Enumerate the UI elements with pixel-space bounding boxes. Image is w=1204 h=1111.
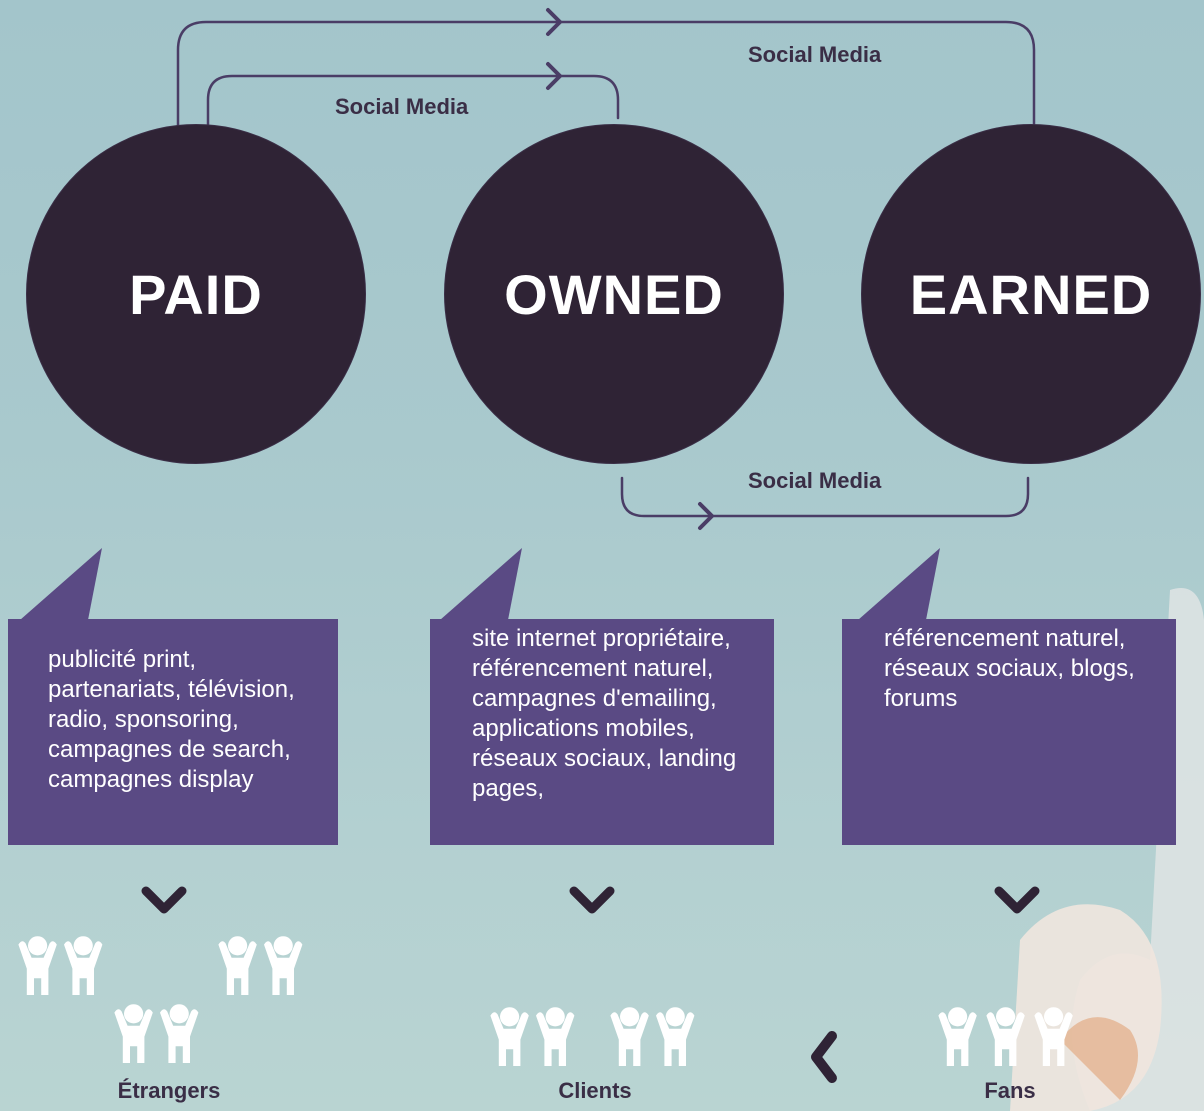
audience-label-clients: Clients [558,1078,632,1103]
bubble-owned: site internet propriétaire, référencemen… [430,619,774,845]
bubble-line: réseaux sociaux, landing [472,745,737,772]
bubble-line: radio, sponsoring, [48,706,239,733]
flow-arrow-1 [546,8,562,36]
chevron-down-icon [141,886,187,914]
chevron-down-icon [994,886,1040,914]
bubble-line: forums [884,685,958,712]
bubble-line: pages, [472,775,545,802]
flow-arrow-3 [698,502,714,530]
people-icon [938,1007,1073,1066]
bubble-tail-earned [858,548,940,620]
flow-label-paid-owned: Social Media [335,94,469,119]
bubble-paid: publicité print, partenariats, télévisio… [8,619,338,845]
people-icon [488,1006,703,1070]
bubble-earned: référencement naturel, réseaux sociaux, … [842,619,1176,845]
chevron-left-icon [811,1031,837,1083]
bubble-tail-paid [20,548,102,620]
bubble-line: applications mobiles, [472,715,695,742]
bubble-text-paid: publicité print, partenariats, télévisio… [48,645,295,795]
circle-earned: EARNED [861,124,1201,464]
bubble-line: référencement naturel, [884,625,1126,652]
people-icon [16,935,316,1070]
bubble-line: référencement naturel, [472,655,714,682]
bubble-text-owned: site internet propriétaire, référencemen… [472,624,736,804]
bubble-line: site internet propriétaire, [472,625,731,652]
flow-arrow-2 [546,62,562,90]
circle-owned: OWNED [444,124,784,464]
bubble-line: campagnes de search, [48,736,291,763]
flow-line-paid-owned [206,74,620,127]
bubble-line: campagnes d'emailing, [472,685,717,712]
circle-label-earned: EARNED [909,262,1153,326]
circle-paid: PAID [26,124,366,464]
bubble-tail-owned [440,548,522,620]
bubble-line: réseaux sociaux, blogs, [884,655,1135,682]
circle-label-owned: OWNED [504,262,724,326]
flow-label-paid-earned: Social Media [748,42,882,67]
bubble-line: campagnes display [48,766,254,793]
flow-line-earned-owned [620,476,1030,518]
bubble-line: partenariats, télévision, [48,676,295,703]
audience-label-etrangers: Étrangers [117,1078,221,1103]
bubble-text-earned: référencement naturel, réseaux sociaux, … [884,624,1135,714]
circle-label-paid: PAID [129,262,263,326]
chevron-down-icon [569,886,615,914]
flow-line-paid-earned [176,20,1036,127]
flow-label-owned-earned: Social Media [748,468,882,493]
audience-label-fans: Fans [984,1078,1036,1103]
bubble-line: publicité print, [48,646,197,673]
